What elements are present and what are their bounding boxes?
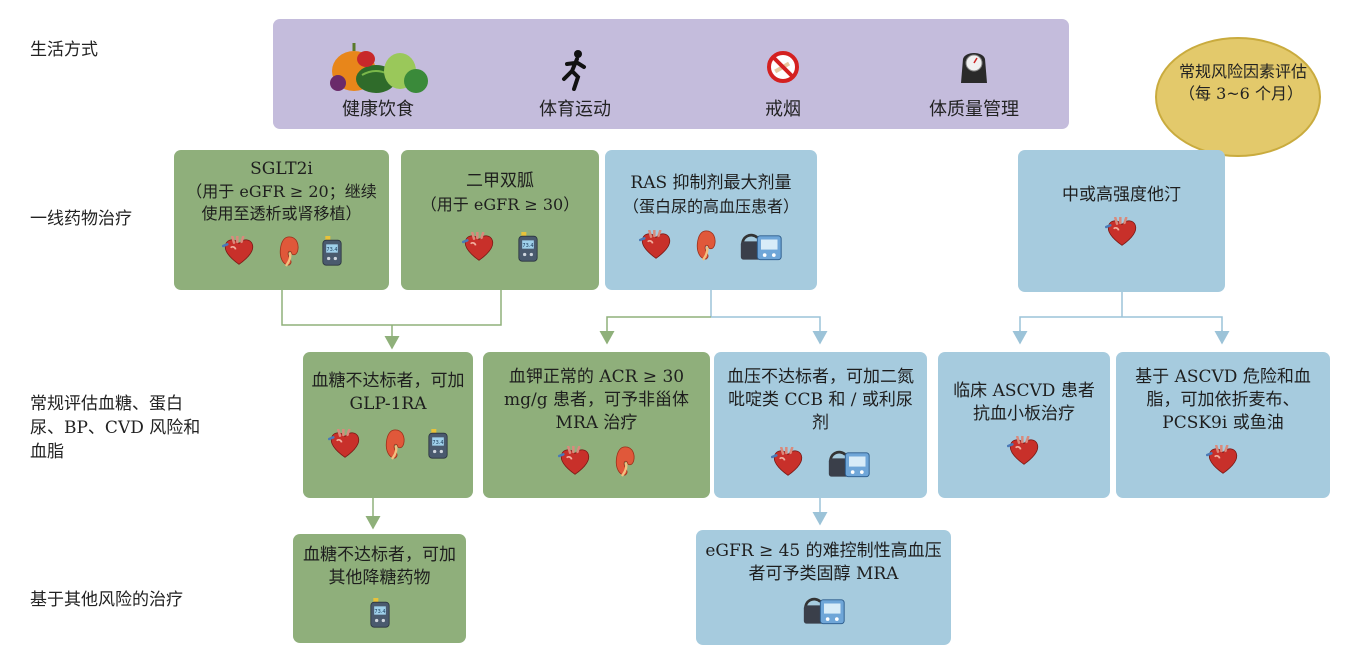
- row-label-lifestyle: 生活方式: [30, 40, 98, 60]
- heart-icon: [462, 232, 496, 262]
- lifestyle-item-weight: 体质量管理: [889, 19, 1059, 129]
- row-label-first-line: 一线药物治疗: [30, 209, 132, 229]
- lifestyle-item-exercise: 体育运动: [490, 19, 660, 129]
- box-steroidal-mra: eGFR ≥ 45 的难控制性高血压者可予类固醇 MRA: [696, 530, 951, 645]
- heart-icon: [222, 236, 256, 266]
- glucometer-icon: [322, 236, 342, 266]
- mra-title: 血钾正常的 ACR ≥ 30 mg/g 患者，可予非甾体 MRA 治疗: [503, 367, 690, 433]
- heart-icon: [639, 230, 673, 260]
- box-sglt2i: SGLT2i （用于 eGFR ≥ 20；继续使用至透析或肾移植）: [174, 150, 389, 290]
- kidney-icon: [278, 235, 300, 267]
- bp-monitor-icon: [827, 445, 871, 479]
- ras-body: （蛋白尿的高血压患者）: [622, 197, 799, 216]
- lifestyle-label-weight: 体质量管理: [929, 99, 1019, 120]
- box-glp1ra: 血糖不达标者，可加 GLP-1RA: [303, 352, 473, 498]
- risk-assessment-badge: 常规风险因素评估（每 3~6 个月）: [1155, 37, 1321, 157]
- heart-icon: [558, 446, 592, 476]
- glucometer-icon: [370, 598, 390, 628]
- vegetables-icon: [326, 37, 430, 99]
- lifestyle-panel: 健康饮食 体育运动 戒烟 体质量管理: [273, 19, 1069, 129]
- lifestyle-label-quit-smoking: 戒烟: [765, 99, 801, 120]
- no-smoking-icon: [766, 50, 800, 88]
- kidney-icon: [614, 445, 636, 477]
- lifestyle-label-diet: 健康饮食: [342, 99, 414, 120]
- ras-title: RAS 抑制剂最大剂量: [630, 173, 792, 193]
- other-glucose-title: 血糖不达标者，可加其他降糖药物: [303, 545, 456, 588]
- lifestyle-label-exercise: 体育运动: [539, 99, 611, 120]
- steroid-mra-title: eGFR ≥ 45 的难控制性高血压者可予类固醇 MRA: [705, 541, 942, 584]
- kidney-icon: [695, 229, 717, 261]
- metformin-title: 二甲双胍: [466, 171, 534, 191]
- heart-icon: [1105, 217, 1139, 247]
- antiplatelet-title: 临床 ASCVD 患者抗血小板治疗: [953, 381, 1095, 424]
- badge-text: 常规风险因素评估（每 3~6 个月）: [1179, 62, 1308, 103]
- box-metformin: 二甲双胍 （用于 eGFR ≥ 30）: [401, 150, 599, 290]
- kidney-icon: [384, 428, 406, 460]
- bp-monitor-icon: [802, 592, 846, 626]
- weight-scale-icon: [957, 47, 991, 89]
- box-lipid-addon: 基于 ASCVD 危险和血脂，可加依折麦布、PCSK9i 或鱼油: [1116, 352, 1330, 498]
- heart-icon: [1007, 436, 1041, 466]
- box-ccb-diuretic: 血压不达标者，可加二氮吡啶类 CCB 和 / 或利尿剂: [714, 352, 927, 498]
- metformin-body: （用于 eGFR ≥ 30）: [420, 195, 580, 214]
- row-label-other-risk: 基于其他风险的治疗: [30, 590, 183, 610]
- heart-icon: [1206, 445, 1240, 475]
- sglt2i-body: （用于 eGFR ≥ 20；继续使用至透析或肾移植）: [186, 182, 377, 223]
- box-ras-inhibitor: RAS 抑制剂最大剂量 （蛋白尿的高血压患者）: [605, 150, 817, 290]
- bp-monitor-icon: [739, 228, 783, 262]
- row-label-routine-eval: 常规评估血糖、蛋白 尿、BP、CVD 风险和血脂: [30, 394, 201, 462]
- glp1-title: 血糖不达标者，可加 GLP-1RA: [311, 371, 465, 414]
- lifestyle-item-quit-smoking: 戒烟: [698, 19, 868, 129]
- runner-icon: [560, 49, 590, 95]
- glucometer-icon: [428, 429, 448, 459]
- lipid-title: 基于 ASCVD 危险和血脂，可加依折麦布、PCSK9i 或鱼油: [1135, 367, 1311, 433]
- box-antiplatelet: 临床 ASCVD 患者抗血小板治疗: [938, 352, 1110, 498]
- heart-icon: [771, 447, 805, 477]
- box-statin: 中或高强度他汀: [1018, 150, 1225, 292]
- lifestyle-item-diet: 健康饮食: [293, 19, 463, 129]
- statin-title: 中或高强度他汀: [1062, 185, 1181, 205]
- box-nonsteroidal-mra: 血钾正常的 ACR ≥ 30 mg/g 患者，可予非甾体 MRA 治疗: [483, 352, 710, 498]
- ccb-title: 血压不达标者，可加二氮吡啶类 CCB 和 / 或利尿剂: [727, 367, 914, 433]
- box-other-glucose-drugs: 血糖不达标者，可加其他降糖药物: [293, 534, 466, 643]
- sglt2i-title: SGLT2i: [250, 159, 313, 179]
- glucometer-icon: [518, 232, 538, 262]
- heart-icon: [328, 429, 362, 459]
